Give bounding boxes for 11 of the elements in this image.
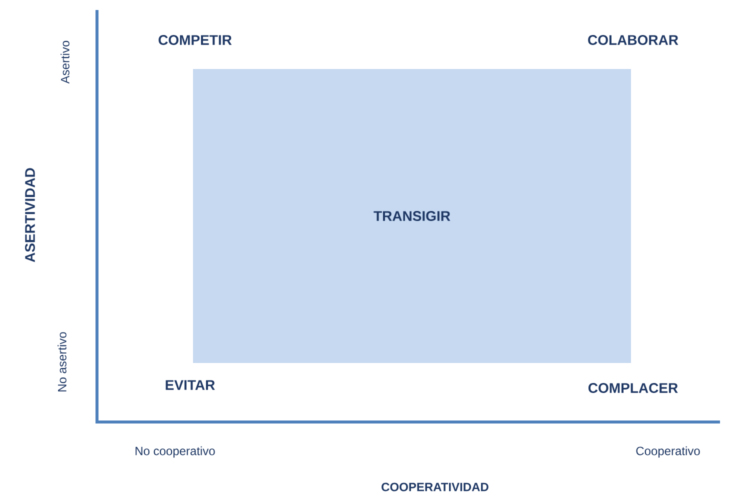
compromise-area: TRANSIGIR (193, 69, 631, 363)
quadrant-label: COMPETIR (158, 35, 232, 45)
axis-title: COOPERATIVIDAD (382, 482, 488, 492)
axis-end-label: Cooperativo (636, 446, 700, 458)
axis-title: ASERTIVIDAD (25, 168, 35, 262)
axis-end-label: No asertivo (58, 332, 66, 392)
axis-end-label: Asertivo (60, 40, 70, 84)
axis-end-label: No cooperativo (136, 446, 215, 458)
quadrant-label: COLABORAR (588, 35, 678, 45)
quadrant-label: COMPLACER (588, 383, 678, 393)
quadrant-label: EVITAR (166, 380, 215, 390)
